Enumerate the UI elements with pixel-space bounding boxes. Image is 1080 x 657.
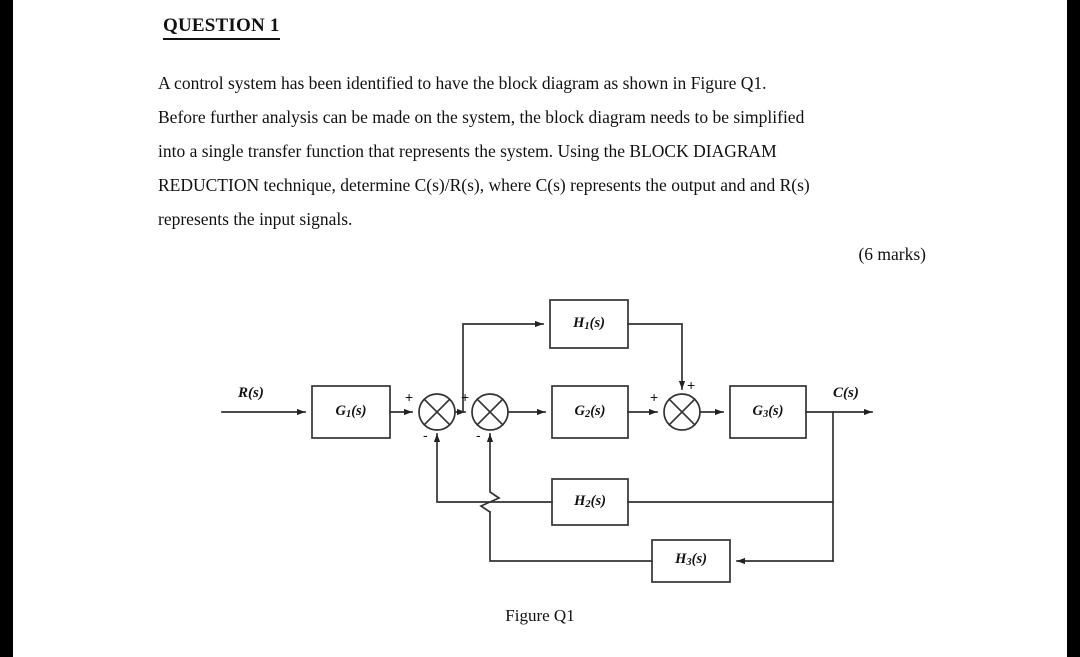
question-body: A control system has been identified to … [158, 66, 926, 236]
block-label-H3: H3(s) [675, 551, 707, 568]
wire-H3-hop-over-H2 [479, 433, 501, 514]
letterbox-left [0, 0, 13, 657]
sum1-bottom-sign: - [423, 427, 428, 443]
body-line-4: REDUCTION technique, determine C(s)/R(s)… [158, 175, 810, 195]
body-line-1: A control system has been identified to … [158, 73, 767, 93]
summing-junction-1 [418, 393, 456, 431]
body-line-3: into a single transfer function that rep… [158, 141, 777, 161]
marks-label: (6 marks) [858, 244, 926, 264]
wire-H3-to-sum2 [489, 511, 653, 562]
figure-caption: Figure Q1 [505, 606, 575, 625]
block-label-H1: H1(s) [573, 315, 605, 332]
sum2-left-sign: + [461, 389, 470, 405]
sum3-top-sign: + [687, 377, 696, 393]
sum2-bottom-sign: - [476, 427, 481, 443]
block-rect-H1 [549, 299, 629, 349]
block-label-G1: G1(s) [335, 403, 367, 420]
block-label-H2: H2(s) [574, 493, 606, 510]
letterbox-right [1067, 0, 1080, 657]
wire-H2-to-sum1 [433, 433, 553, 503]
output-signal-label: C(s) [833, 385, 859, 401]
summing-junction-2 [471, 393, 509, 431]
block-label-G2: G2(s) [574, 403, 606, 420]
body-line-2: Before further analysis can be made on t… [158, 107, 805, 127]
block-rect-G3 [729, 385, 807, 439]
sum1-left-sign: + [405, 389, 414, 405]
block-rect-H2 [551, 478, 629, 526]
block-label-G3: G3(s) [752, 403, 784, 420]
page-title: QUESTION 1 [163, 15, 280, 40]
body-line-5: represents the input signals. [158, 209, 353, 229]
block-rect-G2 [551, 385, 629, 439]
block-rect-H3 [651, 539, 731, 583]
wire-tap-to-H1 [462, 320, 544, 413]
sum3-left-sign: + [650, 389, 659, 405]
summing-junction-3 [663, 393, 701, 431]
wire-H1-to-sum3 [627, 323, 686, 390]
input-signal-label: R(s) [238, 385, 264, 401]
